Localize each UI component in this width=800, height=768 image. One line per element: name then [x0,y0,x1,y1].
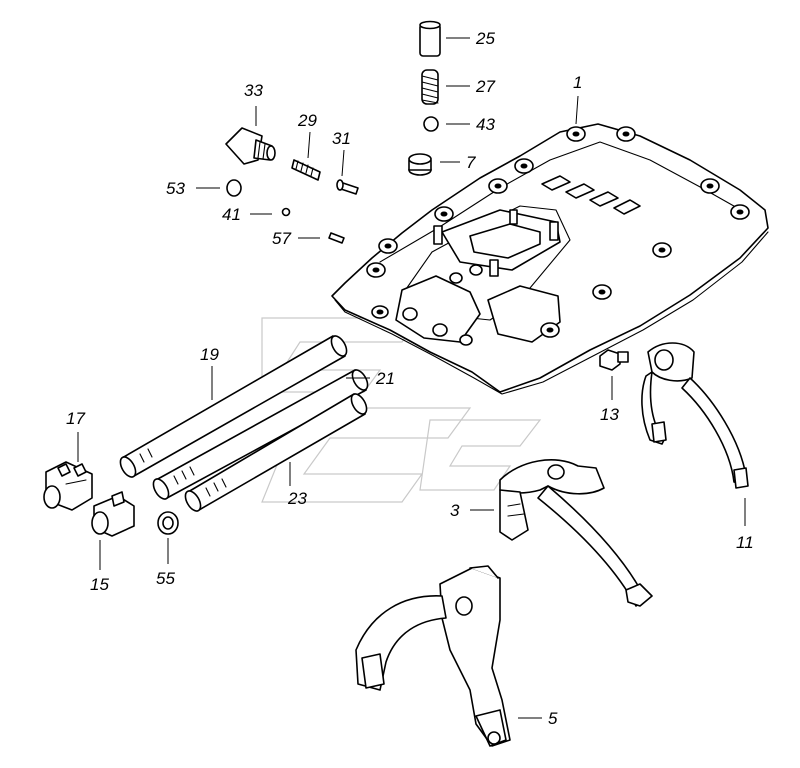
ball-part [423,116,439,132]
callout-13: 13 [600,405,619,424]
callout-33: 33 [244,81,263,100]
callout-53: 53 [166,179,185,198]
spring-part [421,69,439,105]
ring-part [157,511,179,535]
fork-5-part [355,565,511,747]
callout-5: 5 [548,709,558,728]
callout-43: 43 [476,115,495,134]
shift-head-part [43,461,93,511]
rod-23-part [184,393,368,512]
pin-part [336,179,359,195]
fork-11-part [641,342,749,489]
sleeve-15-part [91,491,135,537]
fork-3-part [499,459,653,607]
callout-labels: 25 27 43 7 1 33 29 31 53 41 57 19 21 23 … [66,29,754,728]
rod-19-part [119,335,348,478]
callout-21: 21 [375,369,395,388]
callout-17: 17 [66,409,85,428]
housing-cover-part [331,123,769,395]
small-pin-part [328,232,345,244]
callout-29: 29 [297,111,317,130]
sleeve-part [419,20,441,57]
spring-small-part [291,159,321,181]
callout-3: 3 [450,501,460,520]
callout-19: 19 [200,345,219,364]
callout-31: 31 [332,129,351,148]
callout-7: 7 [466,153,476,172]
callout-25: 25 [475,29,495,48]
callout-55: 55 [156,569,175,588]
callout-15: 15 [90,575,109,594]
callout-57: 57 [272,229,291,248]
leader-lines [77,37,746,719]
cap-part [226,179,242,197]
switch-part [225,127,276,165]
bolt-part [599,349,629,371]
callout-1: 1 [573,73,582,92]
callout-27: 27 [475,77,495,96]
callout-41: 41 [222,205,241,224]
small-ball-part [281,207,291,217]
callout-23: 23 [287,489,307,508]
rod-21-part [152,369,369,500]
callout-11: 11 [736,533,754,552]
plug-part [408,153,432,176]
